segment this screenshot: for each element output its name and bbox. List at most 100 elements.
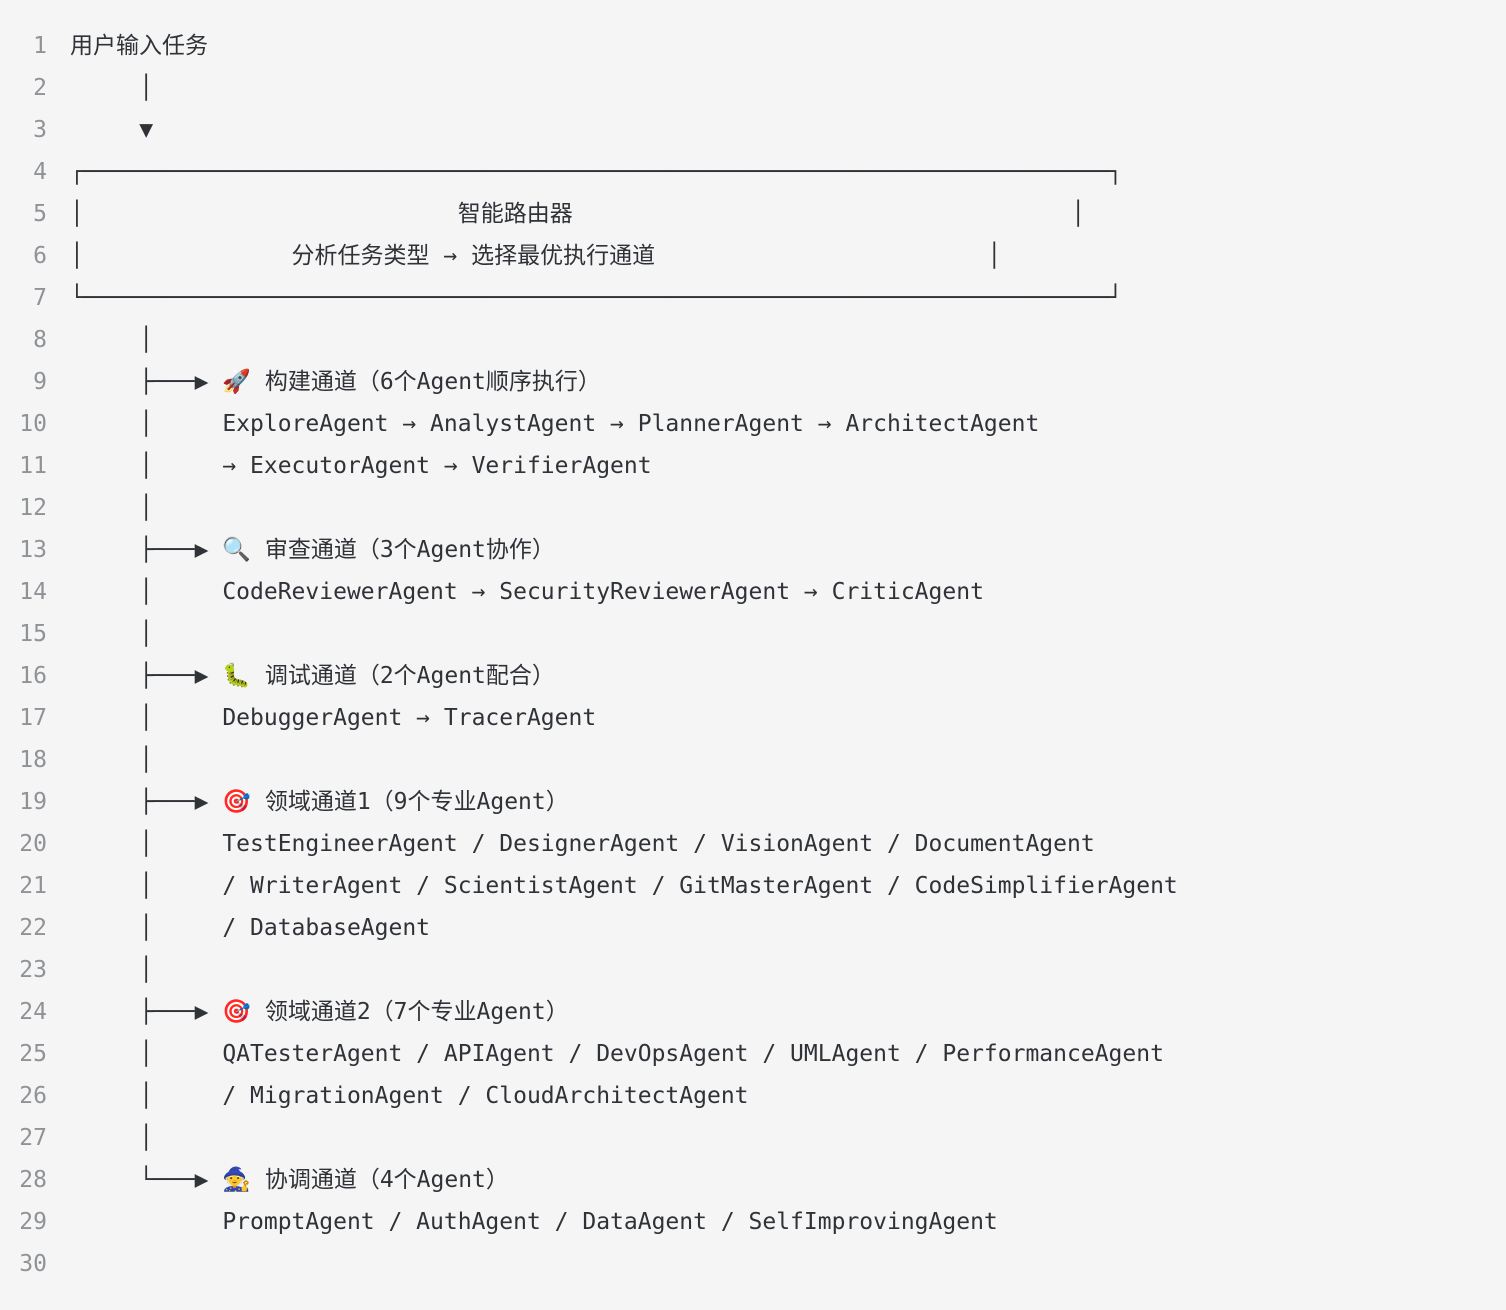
code-line[interactable]: 25 │ QATesterAgent / APIAgent / DevOpsAg… bbox=[0, 1033, 1506, 1075]
code-text: │ bbox=[70, 327, 154, 353]
target-icon: 🎯 bbox=[222, 999, 251, 1025]
code-text: │ 分析任务类型 → 选择最优执行通道 │ bbox=[70, 243, 1002, 269]
code-text: │ TestEngineerAgent / DesignerAgent / Vi… bbox=[70, 831, 1095, 857]
code-line[interactable]: 24 ├───▶ 🎯 领域通道2（7个专业Agent） bbox=[0, 991, 1506, 1033]
code-line[interactable]: 7└──────────────────────────────────────… bbox=[0, 277, 1506, 319]
code-text: ┌───────────────────────────────────────… bbox=[70, 159, 1123, 185]
target-icon: 🎯 bbox=[222, 789, 251, 815]
bug-icon: 🐛 bbox=[222, 663, 251, 689]
line-number: 26 bbox=[19, 1083, 47, 1109]
code-text: 领域通道1（9个专业Agent） bbox=[250, 789, 569, 815]
code-text: │ ExploreAgent → AnalystAgent → PlannerA… bbox=[70, 411, 1040, 437]
code-text: ├───▶ bbox=[70, 789, 223, 815]
line-number: 20 bbox=[19, 831, 47, 857]
code-text: 协调通道（4个Agent） bbox=[250, 1167, 509, 1193]
line-number: 8 bbox=[33, 327, 47, 353]
line-number: 19 bbox=[19, 789, 47, 815]
line-number: 22 bbox=[19, 915, 47, 941]
code-line[interactable]: 4┌──────────────────────────────────────… bbox=[0, 151, 1506, 193]
line-number: 10 bbox=[19, 411, 47, 437]
code-text: │ bbox=[70, 747, 154, 773]
mage-icon: 🧙 bbox=[222, 1167, 251, 1193]
line-number: 29 bbox=[19, 1209, 47, 1235]
line-number: 14 bbox=[19, 579, 47, 605]
code-line[interactable]: 19 ├───▶ 🎯 领域通道1（9个专业Agent） bbox=[0, 781, 1506, 823]
line-content: │ / MigrationAgent / CloudArchitectAgent bbox=[70, 1075, 748, 1117]
code-text: ▼ bbox=[70, 117, 154, 143]
code-line[interactable]: 27 │ bbox=[0, 1117, 1506, 1159]
line-content: │ CodeReviewerAgent → SecurityReviewerAg… bbox=[70, 571, 984, 613]
code-text: ├───▶ bbox=[70, 663, 223, 689]
line-content: │ bbox=[70, 319, 153, 361]
code-line[interactable]: 11 │ → ExecutorAgent → VerifierAgent bbox=[0, 445, 1506, 487]
code-line[interactable]: 21 │ / WriterAgent / ScientistAgent / Gi… bbox=[0, 865, 1506, 907]
line-content: │ / DatabaseAgent bbox=[70, 907, 430, 949]
code-line[interactable]: 2 │ bbox=[0, 67, 1506, 109]
line-content: │ → ExecutorAgent → VerifierAgent bbox=[70, 445, 651, 487]
line-number: 24 bbox=[19, 999, 47, 1025]
code-text: │ bbox=[70, 75, 154, 101]
code-text: 用户输入任务 bbox=[70, 33, 208, 59]
code-line[interactable]: 28 └───▶ 🧙 协调通道（4个Agent） bbox=[0, 1159, 1506, 1201]
line-number: 17 bbox=[19, 705, 47, 731]
code-text: │ QATesterAgent / APIAgent / DevOpsAgent… bbox=[70, 1041, 1164, 1067]
code-line[interactable]: 13 ├───▶ 🔍 审查通道（3个Agent协作） bbox=[0, 529, 1506, 571]
code-text: │ DebuggerAgent → TracerAgent bbox=[70, 705, 597, 731]
code-line[interactable]: 9 ├───▶ 🚀 构建通道（6个Agent顺序执行） bbox=[0, 361, 1506, 403]
code-line[interactable]: 3 ▼ bbox=[0, 109, 1506, 151]
code-line[interactable]: 18 │ bbox=[0, 739, 1506, 781]
code-line[interactable]: 20 │ TestEngineerAgent / DesignerAgent /… bbox=[0, 823, 1506, 865]
code-line[interactable]: 15 │ bbox=[0, 613, 1506, 655]
line-content: ┌───────────────────────────────────────… bbox=[70, 151, 1122, 193]
code-line[interactable]: 14 │ CodeReviewerAgent → SecurityReviewe… bbox=[0, 571, 1506, 613]
line-content: │ QATesterAgent / APIAgent / DevOpsAgent… bbox=[70, 1033, 1164, 1075]
line-number: 3 bbox=[33, 117, 47, 143]
code-line[interactable]: 22 │ / DatabaseAgent bbox=[0, 907, 1506, 949]
code-line[interactable]: 23 │ bbox=[0, 949, 1506, 991]
code-line[interactable]: 26 │ / MigrationAgent / CloudArchitectAg… bbox=[0, 1075, 1506, 1117]
line-content: │ bbox=[70, 67, 153, 109]
code-text: 审查通道（3个Agent协作） bbox=[250, 537, 555, 563]
line-number: 7 bbox=[33, 285, 47, 311]
line-content: │ bbox=[70, 487, 153, 529]
line-number: 12 bbox=[19, 495, 47, 521]
line-content: │ / WriterAgent / ScientistAgent / GitMa… bbox=[70, 865, 1178, 907]
rocket-icon: 🚀 bbox=[222, 369, 251, 395]
code-line[interactable]: 17 │ DebuggerAgent → TracerAgent bbox=[0, 697, 1506, 739]
code-text: PromptAgent / AuthAgent / DataAgent / Se… bbox=[70, 1209, 998, 1235]
code-text: │ CodeReviewerAgent → SecurityReviewerAg… bbox=[70, 579, 984, 605]
code-line[interactable]: 10 │ ExploreAgent → AnalystAgent → Plann… bbox=[0, 403, 1506, 445]
line-content: │ bbox=[70, 1117, 153, 1159]
line-content: │ bbox=[70, 739, 153, 781]
line-content: └───▶ 🧙 协调通道（4个Agent） bbox=[70, 1159, 509, 1201]
code-text: │ bbox=[70, 1125, 154, 1151]
code-text: 调试通道（2个Agent配合） bbox=[250, 663, 555, 689]
line-content: ▼ bbox=[70, 109, 153, 151]
line-number: 30 bbox=[19, 1251, 47, 1277]
line-number: 25 bbox=[19, 1041, 47, 1067]
line-content: ├───▶ 🎯 领域通道2（7个专业Agent） bbox=[70, 991, 569, 1033]
code-line[interactable]: 16 ├───▶ 🐛 调试通道（2个Agent配合） bbox=[0, 655, 1506, 697]
code-line[interactable]: 30 bbox=[0, 1243, 1506, 1285]
line-number: 18 bbox=[19, 747, 47, 773]
line-content: │ 智能路由器 │ bbox=[70, 193, 1085, 235]
line-number: 6 bbox=[33, 243, 47, 269]
code-line[interactable]: 5 │ 智能路由器 │ bbox=[0, 193, 1506, 235]
line-number: 5 bbox=[33, 201, 47, 227]
code-text: │ bbox=[70, 957, 154, 983]
code-line[interactable]: 6 │ 分析任务类型 → 选择最优执行通道 │ bbox=[0, 235, 1506, 277]
code-text: 领域通道2（7个专业Agent） bbox=[250, 999, 569, 1025]
line-content: │ bbox=[70, 949, 153, 991]
magnifier-icon: 🔍 bbox=[222, 537, 251, 563]
code-text: 构建通道（6个Agent顺序执行） bbox=[250, 369, 601, 395]
code-line[interactable]: 12 │ bbox=[0, 487, 1506, 529]
code-line[interactable]: 29 PromptAgent / AuthAgent / DataAgent /… bbox=[0, 1201, 1506, 1243]
line-content: │ 分析任务类型 → 选择最优执行通道 │ bbox=[70, 235, 1001, 277]
line-number: 16 bbox=[19, 663, 47, 689]
code-line[interactable]: 8 │ bbox=[0, 319, 1506, 361]
code-text: ├───▶ bbox=[70, 537, 223, 563]
line-number: 11 bbox=[19, 453, 47, 479]
line-number: 2 bbox=[33, 75, 47, 101]
